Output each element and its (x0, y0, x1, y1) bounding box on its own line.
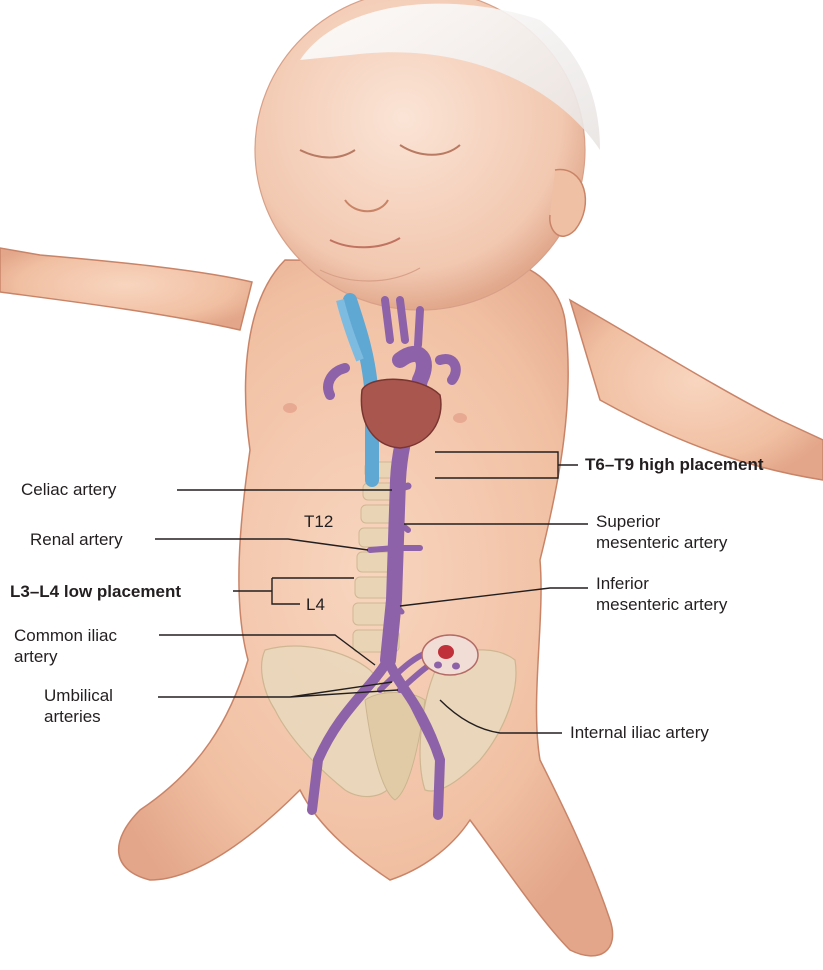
label-l3-l4-low-placement: L3–L4 low placement (10, 582, 181, 602)
label-celiac-artery: Celiac artery (21, 480, 116, 500)
left-nipple (283, 403, 297, 413)
label-umbilical-1: Umbilical (44, 686, 113, 706)
label-inferior-1: Inferior (596, 574, 649, 594)
label-common-iliac-2: artery (14, 647, 57, 667)
label-l4: L4 (306, 595, 325, 615)
label-superior-1: Superior (596, 512, 660, 532)
ear (550, 170, 586, 237)
label-t12: T12 (304, 512, 333, 532)
label-t6-t9-high-placement: T6–T9 high placement (585, 455, 764, 475)
celiac-branch (394, 486, 408, 490)
renal-branches (370, 548, 420, 550)
right-arm (570, 300, 823, 480)
label-umbilical-2: arteries (44, 707, 101, 727)
left-arm (0, 248, 252, 330)
umbilical-cord-stump (422, 635, 478, 675)
label-internal-iliac-artery: Internal iliac artery (570, 723, 709, 743)
label-inferior-2: mesenteric artery (596, 595, 727, 615)
label-superior-2: mesenteric artery (596, 533, 727, 553)
right-nipple (453, 413, 467, 423)
label-renal-artery: Renal artery (30, 530, 123, 550)
label-common-iliac-1: Common iliac (14, 626, 117, 646)
